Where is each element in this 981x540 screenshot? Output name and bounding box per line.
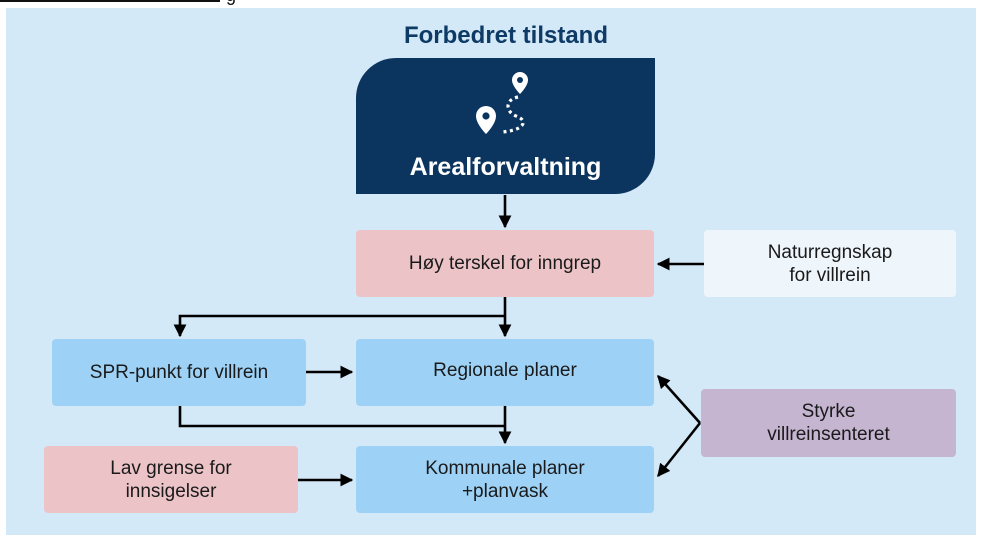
node-naturregnskap: Naturregnskap for villrein xyxy=(704,230,956,297)
node-lav-grense-label: Lav grense for innsigelser xyxy=(110,457,232,502)
node-lav-grense: Lav grense for innsigelser xyxy=(44,446,298,513)
node-naturregnskap-label: Naturregnskap for villrein xyxy=(767,241,893,286)
node-styrke-villreinsenteret-label: Styrke villreinsenteret xyxy=(767,401,890,445)
arealforvaltning-box: Arealforvaltning xyxy=(356,58,655,194)
arrow-spr-to-kommunale xyxy=(178,406,505,428)
node-regionale-planer: Regionale planer xyxy=(356,339,654,406)
node-kommunale-planer: Kommunale planer +planvask xyxy=(356,446,654,513)
node-styrke-villreinsenteret: Styrke villreinsenteret xyxy=(701,389,956,457)
arrow-styrke-to-kommunale xyxy=(656,422,702,478)
arealforvaltning-label: Arealforvaltning xyxy=(409,153,602,181)
diagram-title: Forbedret tilstand xyxy=(403,22,608,49)
node-hoy-terskel-label: Høy terskel for inngrep xyxy=(408,253,602,274)
header-fragment: g xyxy=(226,0,236,4)
top-border-line xyxy=(0,0,220,2)
arrow-terskel-to-spr xyxy=(173,314,505,338)
arrow-styrke-to-regionale xyxy=(657,375,701,424)
node-spr-punkt-label: SPR-punkt for villrein xyxy=(89,362,269,383)
route-map-pin-icon xyxy=(476,72,528,134)
node-spr-punkt: SPR-punkt for villrein xyxy=(52,339,306,406)
node-regionale-planer-label: Regionale planer xyxy=(433,360,577,381)
node-hoy-terskel: Høy terskel for inngrep xyxy=(356,230,654,297)
node-kommunale-planer-label: Kommunale planer +planvask xyxy=(425,457,585,502)
